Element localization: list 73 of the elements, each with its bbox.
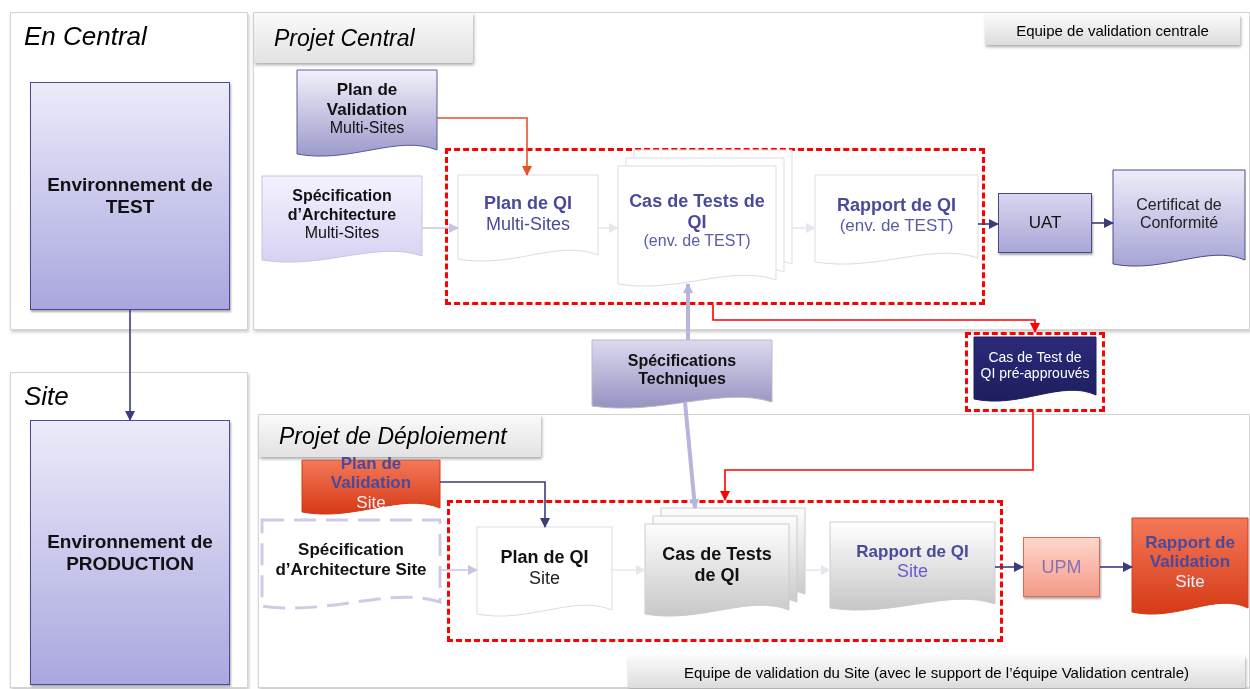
- section-panel: [258, 414, 1250, 688]
- process-box: [998, 193, 1092, 253]
- arrow: [421, 223, 459, 233]
- node-title: Environnement de TEST: [46, 174, 214, 218]
- section-title: Site: [24, 381, 69, 412]
- node-subtitle: (env. de TEST): [839, 216, 954, 236]
- arrow: [439, 481, 550, 528]
- arrow: [683, 401, 700, 509]
- arrow: [720, 411, 1034, 501]
- document-shape: [262, 176, 422, 266]
- document-shape: [592, 340, 772, 412]
- dashed-group-frame: [447, 500, 1003, 642]
- arrow: [439, 565, 478, 575]
- document-shape: [1132, 518, 1248, 618]
- node-title: Plan de Validation: [325, 80, 409, 120]
- node-title: Rapport de QI: [856, 541, 969, 562]
- node-title: Certificat de Conformité: [1135, 195, 1223, 233]
- document-shape: [458, 175, 598, 265]
- node-title: Cas de Test de QI pré-approuvés: [980, 348, 1090, 382]
- node-title: Cas de Tests de QI: [661, 544, 773, 586]
- arrow: [597, 223, 619, 233]
- arrow: [125, 309, 135, 421]
- section-title: En Central: [24, 21, 147, 52]
- dashed-group-frame: [445, 148, 985, 305]
- document-shape: [815, 175, 978, 268]
- node-title: Rapport de QI: [837, 195, 956, 217]
- node-title: Cas de Tests de QI: [628, 191, 766, 233]
- arrow: [804, 565, 831, 575]
- section-tab: Projet Central: [254, 13, 473, 63]
- node-title: Spécifications Techniques: [626, 351, 738, 389]
- arrow: [791, 223, 816, 233]
- document-shape: [1113, 170, 1245, 270]
- arrow: [436, 117, 532, 176]
- arrow: [994, 562, 1024, 572]
- document-shape: [297, 70, 437, 160]
- document-shape: [974, 337, 1096, 405]
- arrow: [1091, 218, 1114, 228]
- node-title: Rapport de Validation: [1144, 532, 1236, 572]
- arrow: [977, 219, 999, 229]
- node-title: Plan de QI: [484, 193, 572, 214]
- node-title: UAT: [1028, 213, 1062, 233]
- node-title: UPM: [1041, 556, 1082, 578]
- document-stack: [618, 150, 792, 290]
- team-label: Equipe de validation centrale: [985, 15, 1240, 45]
- node-subtitle: Multi-Sites: [486, 214, 570, 235]
- node-subtitle: Site: [1175, 571, 1205, 592]
- node-title: Spécification d’Architecture: [286, 187, 398, 225]
- section-panel: [253, 12, 1250, 330]
- process-box: [30, 82, 230, 310]
- node-title: Spécification d’Architecture Site: [274, 540, 428, 580]
- process-box: [1023, 537, 1100, 597]
- section-panel: [10, 372, 248, 688]
- node-subtitle: Multi-Sites: [304, 224, 380, 243]
- team-label: Equipe de validation du Site (avec le support de l’équipe Validation centrale): [628, 656, 1245, 688]
- process-box: [30, 420, 230, 685]
- node-subtitle: (env. de TEST): [643, 232, 751, 251]
- node-subtitle: Multi-Sites: [329, 119, 405, 138]
- node-subtitle: Site: [529, 567, 560, 589]
- document-stack: [645, 508, 805, 620]
- dashed-document-shape: [262, 520, 440, 612]
- arrow: [712, 304, 1040, 333]
- section-panel: [10, 12, 248, 330]
- document-shape: [477, 527, 612, 620]
- node-subtitle: Site: [897, 561, 928, 583]
- document-shape: [830, 522, 995, 614]
- section-tab: Projet de Déploiement: [259, 415, 541, 457]
- arrow: [683, 283, 693, 340]
- node-title: Plan de QI: [500, 546, 589, 568]
- node-title: Environnement de PRODUCTION: [46, 530, 214, 575]
- arrow: [1099, 562, 1133, 572]
- arrow: [611, 565, 646, 575]
- dashed-group-frame: [965, 332, 1105, 412]
- node-subtitle: Site: [356, 492, 386, 513]
